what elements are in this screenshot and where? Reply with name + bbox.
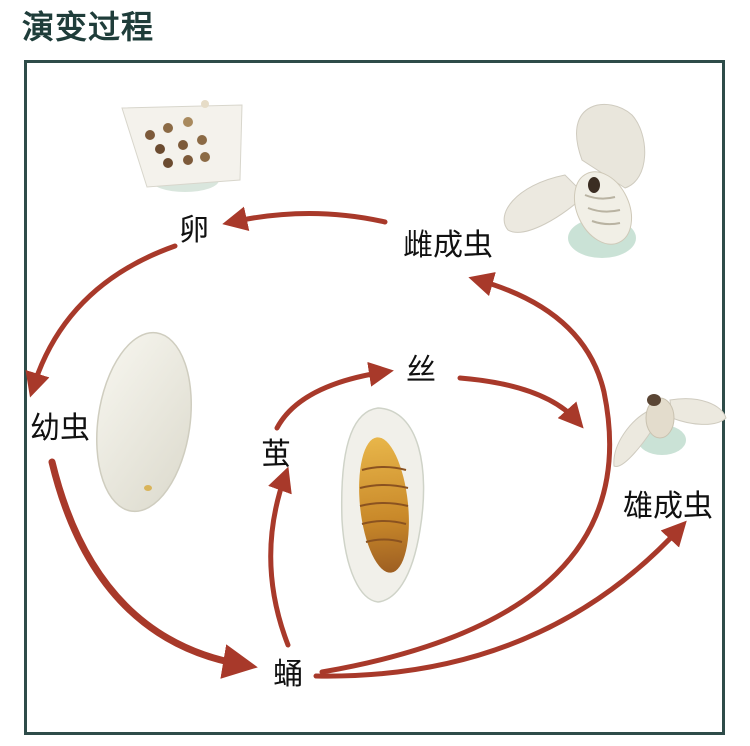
cocoon-image — [96, 331, 192, 513]
arrow-pupa-to-male — [313, 520, 687, 679]
label-larva: 幼虫 — [30, 411, 90, 446]
female-moth-image — [503, 103, 646, 258]
arrow-pupa-to-female — [319, 272, 613, 675]
arrow-pupa-to-cocoon — [268, 466, 292, 648]
arrow-silk-to-male — [457, 375, 584, 429]
arrow-cocoon-to-silk — [274, 361, 394, 431]
arrow-larva-to-pupa — [48, 458, 258, 679]
page-title: 演变过程 — [22, 8, 155, 46]
label-pupa: 蛹 — [273, 657, 303, 692]
label-silk: 丝 — [406, 353, 436, 388]
label-egg: 卵 — [179, 213, 209, 248]
pupa-image — [340, 407, 425, 603]
arrow-female-to-egg — [222, 206, 388, 232]
label-female-adult: 雌成虫 — [403, 228, 493, 263]
label-cocoon: 茧 — [261, 437, 291, 472]
label-male-adult: 雄成虫 — [623, 489, 713, 524]
male-moth-image — [613, 394, 727, 467]
arrow-egg-to-larva — [25, 243, 178, 398]
cycle-arrows — [25, 206, 687, 679]
egg-card-image — [121, 100, 243, 192]
